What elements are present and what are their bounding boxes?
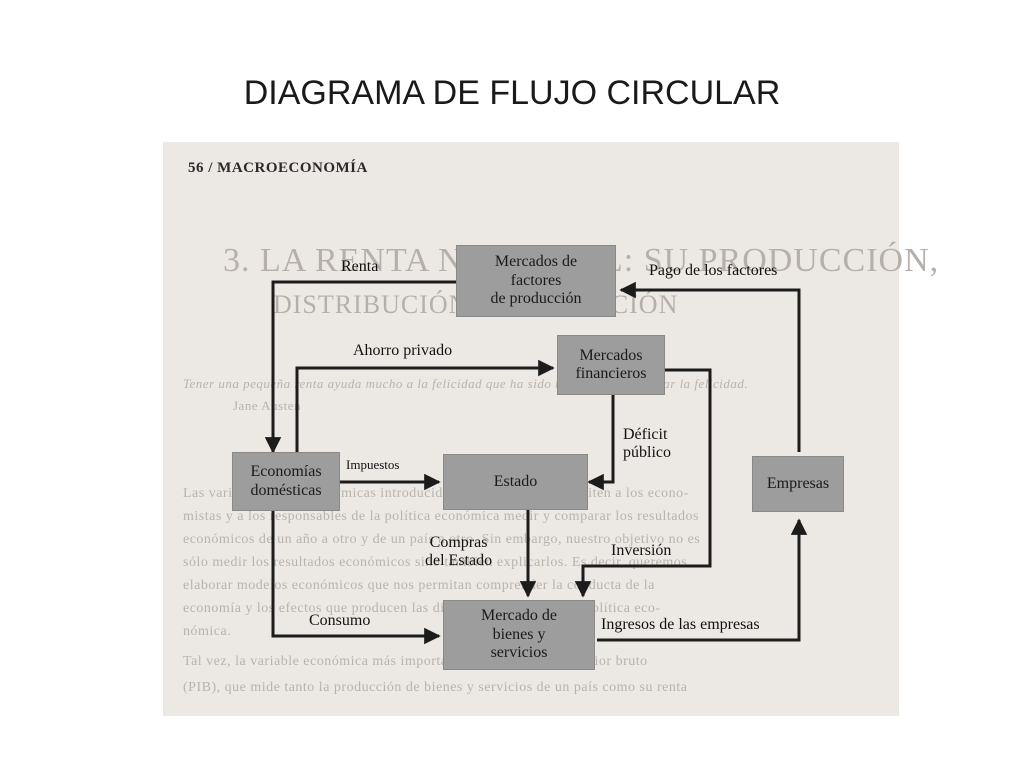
book-page-photo: 3. LA RENTA NACIONAL: SU PRODUCCIÓN, DIS… [163,142,938,716]
label-firm-revenue: Ingresos de las empresas [601,616,760,633]
node-households: Economías domésticas [232,452,340,511]
arrow-investment [574,368,712,598]
label-public-deficit: Déficit público [623,426,671,462]
node-factor-markets: Mercados de factores de producción [456,245,616,317]
label-private-saving: Ahorro privado [353,342,453,359]
node-goods-market: Mercado de bienes y servicios [443,600,595,670]
arrow-private-saving [295,359,555,452]
label-investment: Inversión [611,542,672,559]
label-consumption: Consumo [309,612,371,629]
arrow-factor-payments [619,281,801,452]
arrow-firm-revenue [597,518,808,642]
node-firms: Empresas [752,456,844,512]
slide-title: DIAGRAMA DE FLUJO CIRCULAR [243,74,781,112]
label-government-purchases: Compras del Estado [425,534,493,570]
label-taxes: Impuestos [346,457,400,472]
node-government: Estado [443,454,588,510]
label-income: Renta [341,258,379,275]
arrow-consumption [271,511,441,645]
arrow-income [264,280,456,454]
arrow-public-deficit [587,395,615,491]
flow-arrows [264,280,808,645]
label-factor-payments: Pago de los factores [649,262,778,279]
node-financial-markets: Mercados financieros [557,335,665,395]
page-header: 56 / MACROECONOMÍA [188,160,368,176]
